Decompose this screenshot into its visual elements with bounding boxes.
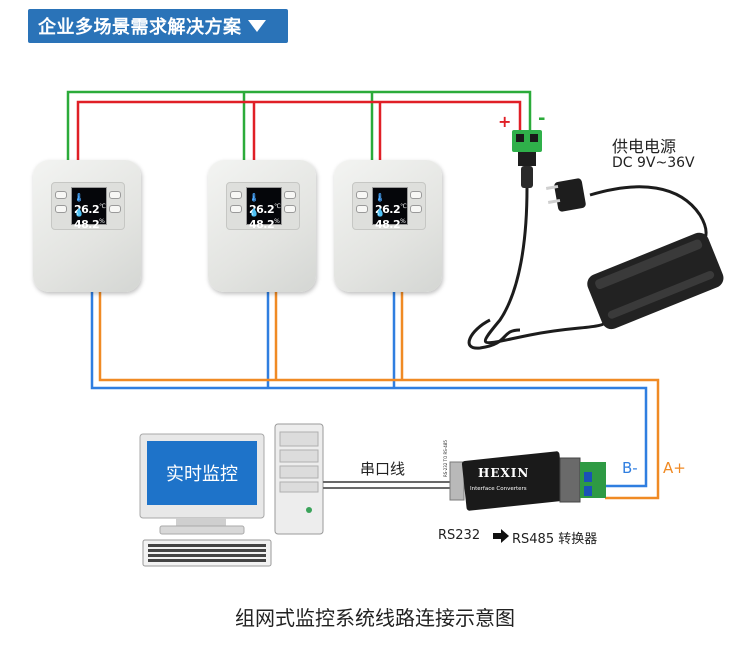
converter-caption-left: RS232 [438, 528, 481, 543]
converter-side-text: RS-232 TO RS-485 [443, 440, 448, 477]
triangle-down-icon [247, 20, 266, 32]
rs485-bus [90, 290, 660, 500]
humidity-value: 48.2 [249, 218, 275, 231]
converter-device [449, 451, 606, 511]
section-title: 企业多场景需求解决方案 [38, 17, 242, 38]
humidity-unit: % [274, 218, 280, 225]
plus-label: + [498, 112, 512, 131]
sensor-panel: 🌡26.2℃ 💧48.2% [352, 182, 426, 231]
humidity-unit: % [400, 218, 406, 225]
temperature-value: 26.2 [375, 203, 401, 216]
humidity-value: 48.2 [74, 218, 100, 231]
orange-wire [98, 290, 660, 500]
humidity-unit: % [99, 218, 105, 225]
sensor-device-2: 🌡26.2℃ 💧48.2% [208, 160, 316, 292]
power-adapter [467, 178, 724, 350]
power-spec: DC 9V~36V [612, 155, 695, 171]
temperature-unit: ℃ [400, 203, 407, 210]
blue-wire [90, 290, 648, 488]
temperature-unit: ℃ [99, 203, 106, 210]
converter-caption-right: RS485 转换器 [512, 532, 598, 547]
terminal-b-label: B- [622, 459, 638, 477]
sensor-screen: 🌡26.2℃ 💧48.2% [246, 187, 282, 231]
power-bus [66, 90, 532, 162]
green-wire [66, 90, 532, 162]
sensor-device-1: 🌡26.2℃ 💧48.2% [33, 160, 141, 292]
sensor-panel: 🌡26.2℃ 💧48.2% [226, 182, 300, 231]
terminal-a-label: A+ [663, 459, 686, 477]
computer [139, 423, 324, 567]
dc-plug [512, 130, 542, 188]
serial-line-label: 串口线 [360, 460, 406, 478]
sensor-device-3: 🌡26.2℃ 💧48.2% [334, 160, 442, 292]
monitor-screen-text: 实时监控 [166, 464, 238, 485]
power-title: 供电电源 [612, 137, 677, 156]
humidity-value: 48.2 [375, 218, 401, 231]
red-wire [76, 100, 522, 162]
converter-brand: HEXIN [478, 466, 530, 480]
sensor-screen: 🌡26.2℃ 💧48.2% [372, 187, 408, 231]
converter-subtitle: Interface Converters [470, 486, 527, 492]
sensor-panel: 🌡26.2℃ 💧48.2% [51, 182, 125, 231]
temperature-value: 26.2 [249, 203, 275, 216]
sensor-screen: 🌡26.2℃ 💧48.2% [71, 187, 107, 231]
temperature-value: 26.2 [74, 203, 100, 216]
temperature-unit: ℃ [274, 203, 281, 210]
minus-label: - [538, 108, 546, 129]
serial-cable [323, 481, 452, 489]
diagram-caption: 组网式监控系统线路连接示意图 [235, 606, 515, 630]
arrow-right-icon [493, 529, 509, 543]
section-header: 企业多场景需求解决方案 [28, 9, 288, 43]
